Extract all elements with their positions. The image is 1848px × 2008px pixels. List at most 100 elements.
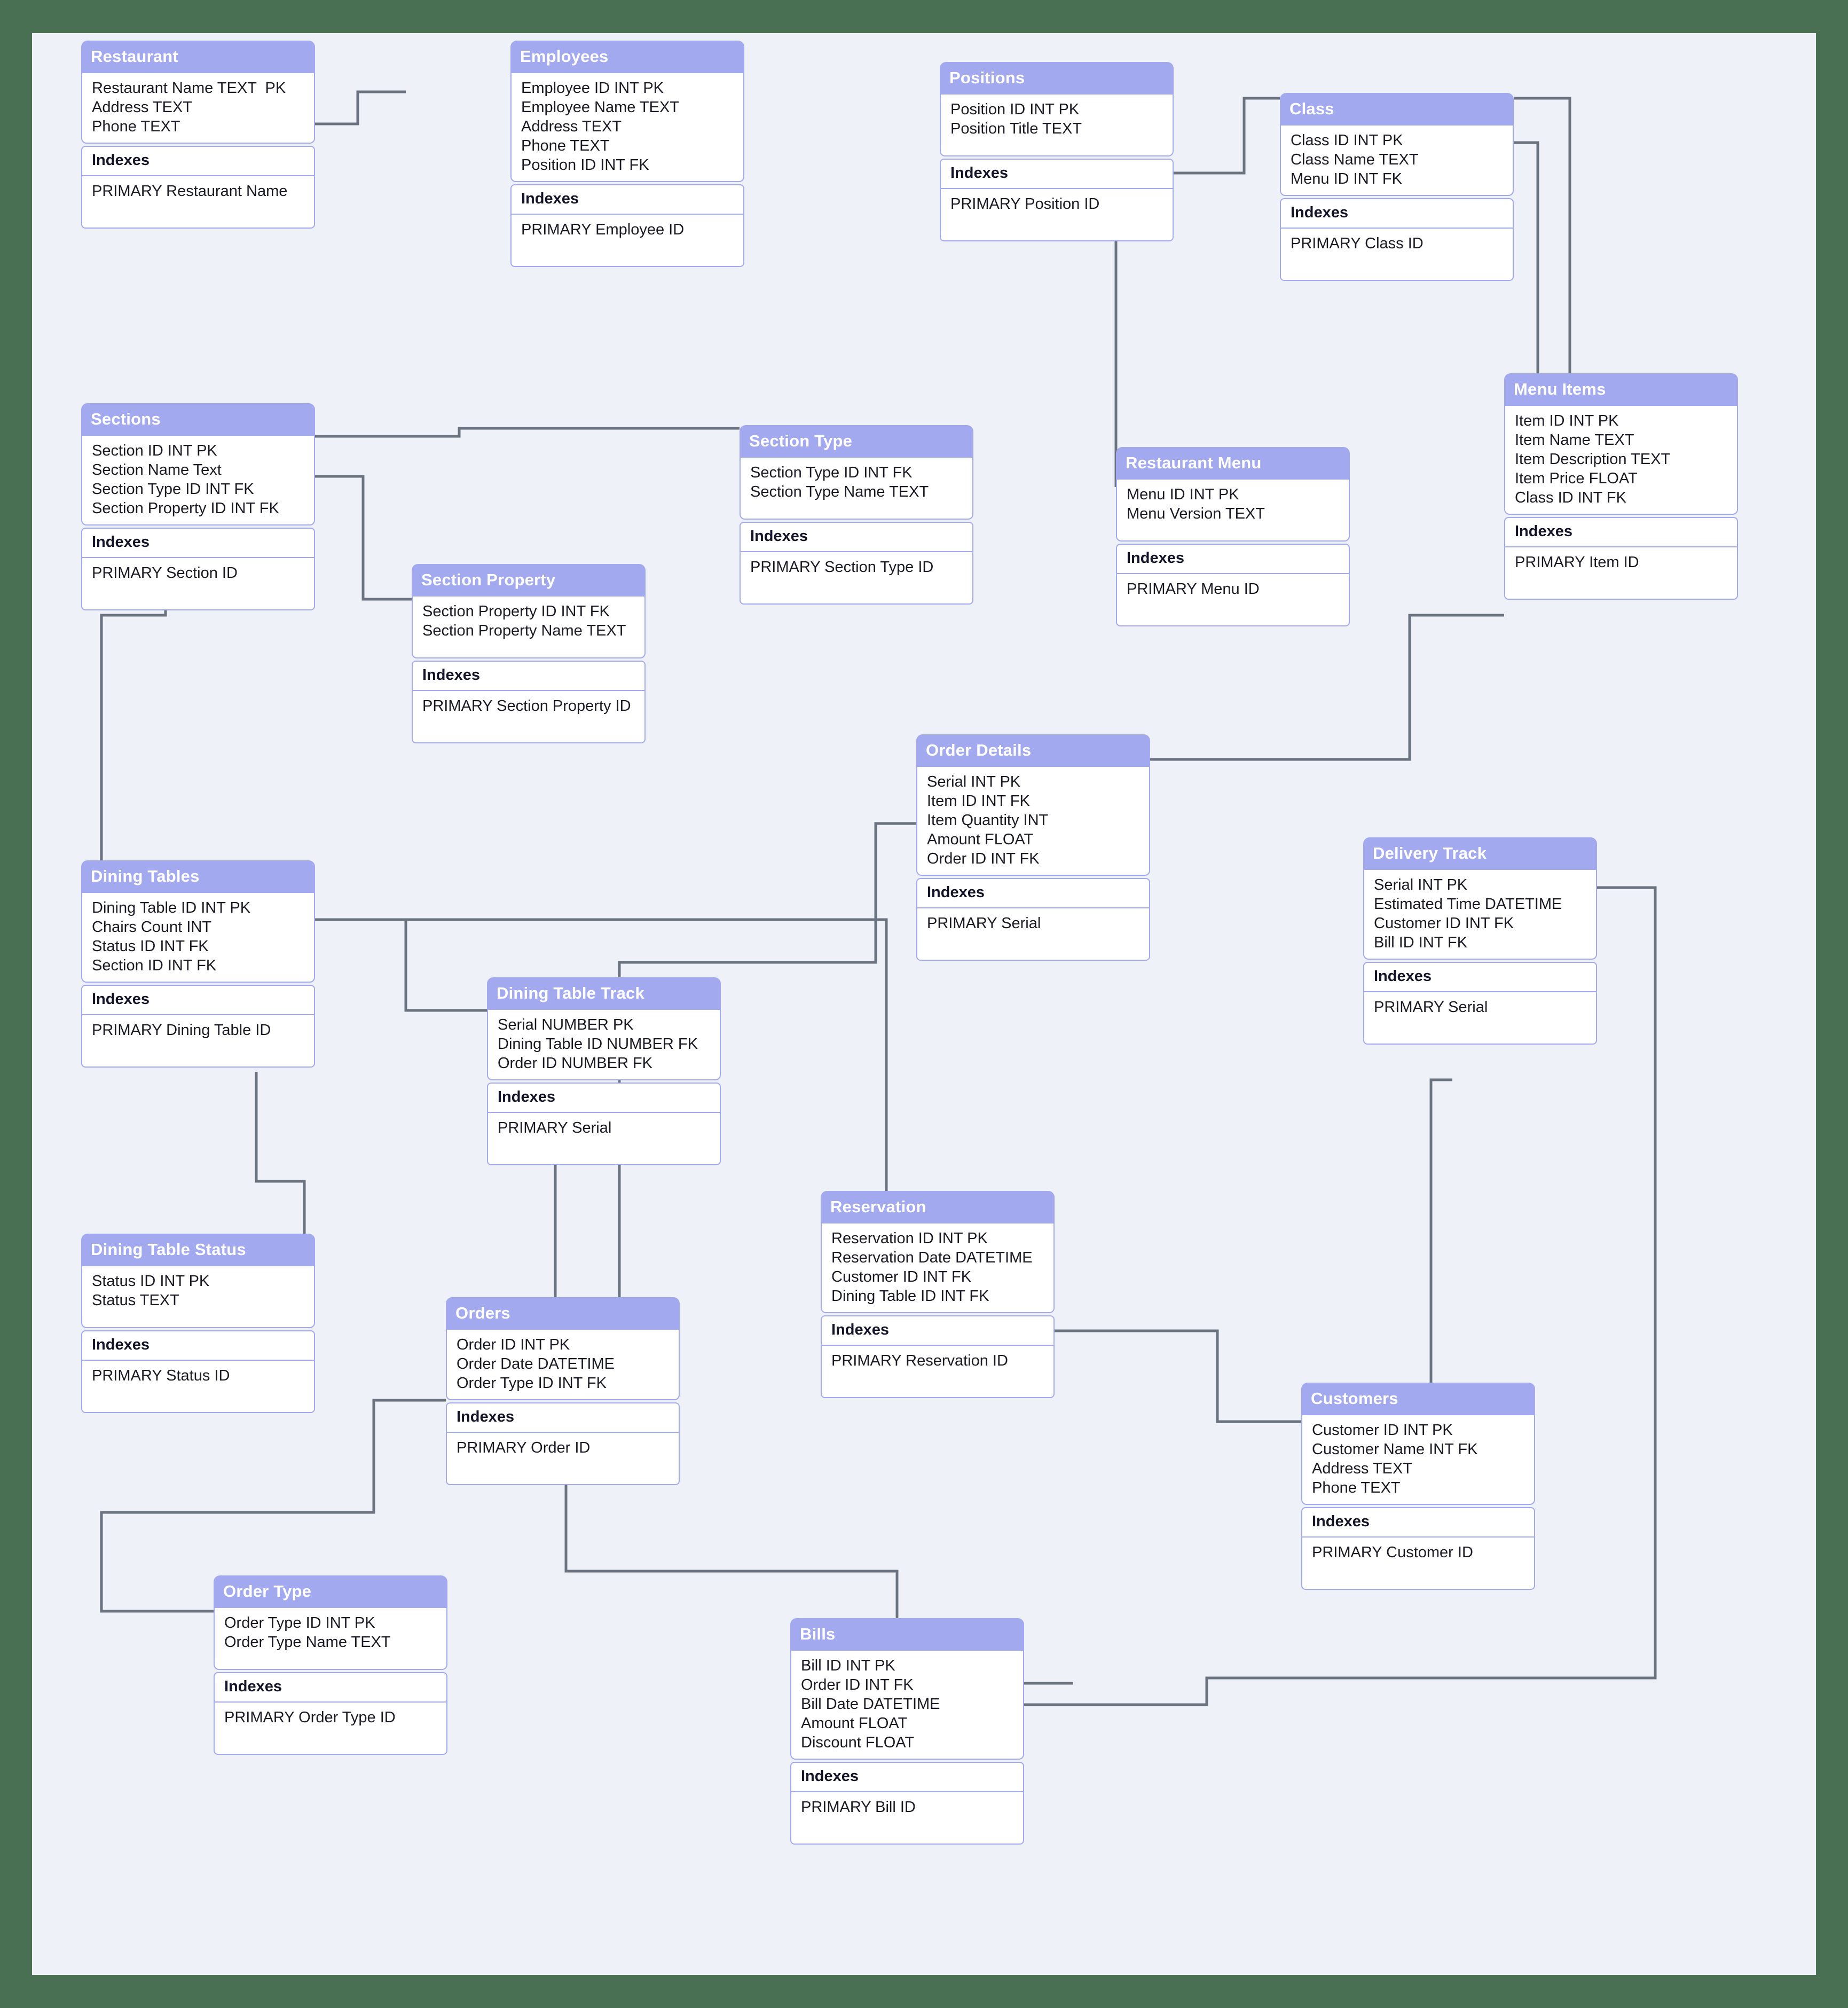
table-title: Order Type: [214, 1575, 447, 1608]
table-title: Menu Items: [1504, 373, 1738, 406]
table-title: Dining Table Track: [487, 977, 721, 1010]
indexes-body: PRIMARY Order Type ID: [214, 1703, 447, 1755]
table-field: Customer ID INT PK: [1312, 1422, 1453, 1439]
table-title: Bills: [790, 1618, 1024, 1651]
table-field: Status ID INT PK: [92, 1273, 210, 1290]
index-entry: PRIMARY Item ID: [1515, 554, 1639, 571]
table-field: Customer Name INT FK: [1312, 1441, 1478, 1458]
indexes-header: Indexes: [510, 184, 744, 215]
table-field: Section ID INT PK: [92, 442, 217, 459]
indexes-body: PRIMARY Section Type ID: [740, 552, 973, 605]
table-field: Order Type Name TEXT: [224, 1634, 391, 1651]
table-field: Item Price FLOAT: [1515, 470, 1638, 487]
table-field: Menu ID INT FK: [1291, 170, 1402, 187]
table-title: Orders: [446, 1297, 680, 1330]
index-entry: PRIMARY Serial: [1374, 999, 1488, 1016]
indexes-body: PRIMARY Class ID: [1280, 229, 1514, 281]
table-field: Order ID NUMBER FK: [498, 1055, 653, 1072]
table-field: Section Type ID INT FK: [92, 481, 254, 498]
table-field: Menu ID INT PK: [1127, 486, 1239, 503]
table-field: Position Title TEXT: [950, 120, 1082, 137]
indexes-body: PRIMARY Order ID: [446, 1433, 680, 1485]
indexes-body: PRIMARY Restaurant Name: [81, 176, 315, 229]
index-entry: PRIMARY Dining Table ID: [92, 1022, 271, 1039]
indexes-spacer: [950, 214, 1163, 233]
indexes-spacer: [457, 1457, 669, 1477]
indexes-body: PRIMARY Serial: [916, 908, 1150, 961]
indexes-header: Indexes: [446, 1402, 680, 1433]
indexes-header: Indexes: [81, 528, 315, 558]
table-field: Dining Table ID INT PK: [92, 899, 251, 916]
indexes-body: PRIMARY Bill ID: [790, 1792, 1024, 1845]
indexes-spacer: [92, 1040, 304, 1059]
index-entry: PRIMARY Menu ID: [1127, 581, 1260, 598]
table-field: Item Name TEXT: [1515, 432, 1634, 449]
link-customers-reservation: [1055, 1329, 1301, 1423]
indexes-spacer: [498, 1138, 710, 1157]
table-field: Amount FLOAT: [801, 1715, 908, 1732]
indexes-header: Indexes: [790, 1762, 1024, 1792]
table-field: Address TEXT: [92, 99, 193, 116]
table-field: Customer ID INT FK: [1374, 915, 1514, 932]
table-field: Position ID INT FK: [521, 156, 649, 174]
index-entry: PRIMARY Section Type ID: [750, 559, 934, 576]
table-field: Address TEXT: [521, 118, 622, 135]
indexes-header: Indexes: [412, 661, 646, 691]
indexes-body: PRIMARY Employee ID: [510, 215, 744, 267]
table-field: Dining Table ID INT FK: [831, 1288, 989, 1305]
indexes-spacer: [521, 239, 734, 258]
indexes-body: PRIMARY Menu ID: [1116, 574, 1350, 626]
table-field: Item Quantity INT: [927, 812, 1049, 829]
table-field: Employee Name TEXT: [521, 99, 680, 116]
indexes-header: Indexes: [1301, 1507, 1535, 1538]
index-entry: PRIMARY Section ID: [92, 564, 238, 582]
indexes-spacer: [1127, 599, 1339, 618]
indexes-body: PRIMARY Section Property ID: [412, 691, 646, 743]
indexes-spacer: [831, 1370, 1044, 1390]
table-field: Class Name TEXT: [1291, 151, 1419, 168]
table-field: Amount FLOAT: [927, 831, 1034, 848]
table-field: Order Date DATETIME: [457, 1355, 615, 1372]
indexes-spacer: [92, 1385, 304, 1405]
table-field: Bill Date DATETIME: [801, 1696, 940, 1713]
indexes-body: PRIMARY Customer ID: [1301, 1538, 1535, 1590]
table-field: Section Property ID INT FK: [92, 500, 279, 517]
table-title: Dining Tables: [81, 860, 315, 893]
table-field: Customer ID INT FK: [831, 1268, 972, 1285]
index-entry: PRIMARY Order ID: [457, 1439, 591, 1456]
indexes-spacer: [801, 1817, 1013, 1836]
table-field: Item ID INT PK: [1515, 412, 1619, 429]
table-field: Serial NUMBER PK: [498, 1016, 634, 1033]
indexes-header: Indexes: [740, 522, 973, 552]
indexes-header: Indexes: [1363, 962, 1597, 992]
table-field: Section Name Text: [92, 461, 222, 479]
